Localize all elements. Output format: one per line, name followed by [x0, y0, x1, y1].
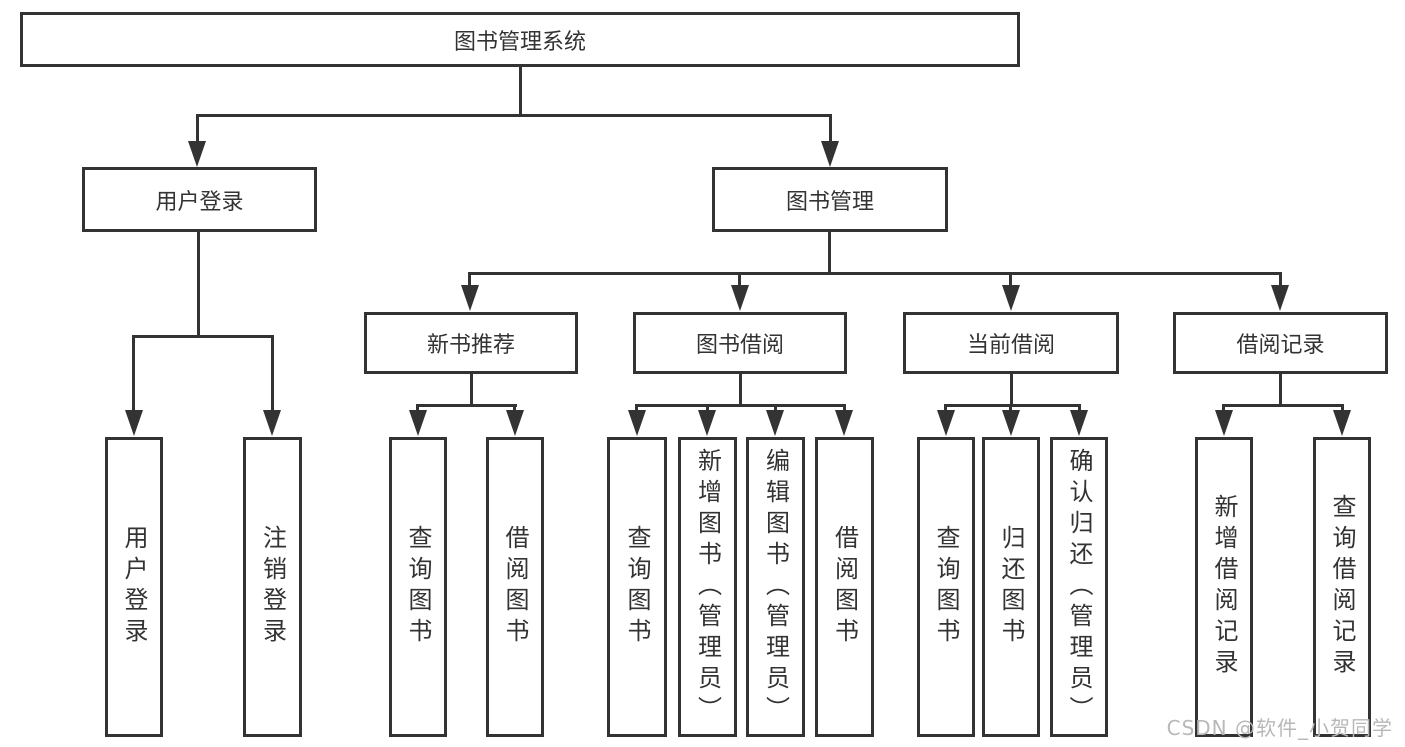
arrow-down-icon [937, 410, 955, 436]
arrow-down-icon [766, 410, 784, 436]
leaf-label: 新增借阅记录 [1210, 494, 1238, 680]
arrow-down-icon [125, 410, 143, 436]
arrow-down-icon [628, 410, 646, 436]
arrow-down-icon [1333, 410, 1351, 436]
arrow-down-icon [1271, 285, 1289, 311]
leaf-return-books: 归还图书 [982, 437, 1040, 737]
leaf-add-borrow-record: 新增借阅记录 [1195, 437, 1253, 737]
leaf-add-books-admin: 新增图书（管理员） [678, 437, 737, 737]
connector-level1-split [196, 114, 832, 117]
connector-user-login-split [132, 335, 274, 338]
leaf-label: 查询图书 [404, 525, 432, 649]
connector-split [944, 404, 1081, 407]
node-label: 图书管理系统 [453, 29, 586, 55]
node-library-management-system: 图书管理系统 [20, 12, 1020, 67]
leaf-confirm-return-admin: 确认归还（管理员） [1050, 437, 1108, 737]
leaf-edit-books-admin: 编辑图书（管理员） [746, 437, 805, 737]
connector-user-login-stem [197, 230, 200, 338]
connector-drop [468, 272, 471, 288]
leaf-query-books: 查询图书 [389, 437, 447, 737]
csdn-watermark: CSDN @软件_小贺同学 [1166, 716, 1393, 740]
leaf-label: 查询借阅记录 [1328, 494, 1356, 680]
connector-to-user-login [196, 114, 199, 144]
leaf-query-borrow-record: 查询借阅记录 [1313, 437, 1371, 737]
arrow-down-icon [835, 410, 853, 436]
node-user-login: 用户登录 [82, 167, 317, 232]
node-label: 图书管理 [785, 189, 874, 215]
connector-drop [738, 272, 741, 288]
connector-drop [271, 335, 274, 413]
connector-book-mgmt-stem [828, 230, 831, 275]
arrow-down-icon [409, 410, 427, 436]
leaf-label: 新增图书（管理员） [693, 447, 722, 727]
leaf-label: 查询图书 [932, 525, 960, 649]
arrow-down-icon [188, 141, 206, 167]
arrow-down-icon [1002, 410, 1020, 436]
node-borrow-records: 借阅记录 [1173, 312, 1388, 374]
connector-split [635, 404, 846, 407]
arrow-down-icon [506, 410, 524, 436]
leaf-user-login: 用户登录 [105, 437, 163, 737]
leaf-borrow-books: 借阅图书 [815, 437, 874, 737]
arrow-down-icon [821, 141, 839, 167]
arrow-down-icon [263, 410, 281, 436]
arrow-down-icon [731, 285, 749, 311]
connector-stem [1279, 372, 1282, 406]
connector-split [416, 404, 517, 407]
arrow-down-icon [1070, 410, 1088, 436]
leaf-label: 编辑图书（管理员） [761, 447, 790, 727]
node-book-management: 图书管理 [712, 167, 948, 232]
connector-to-book-management [829, 114, 832, 144]
node-new-book-recommend: 新书推荐 [364, 312, 578, 374]
leaf-query-books: 查询图书 [917, 437, 975, 737]
leaf-logout: 注销登录 [243, 437, 302, 737]
leaf-query-books: 查询图书 [607, 437, 667, 737]
node-label: 当前借阅 [966, 333, 1055, 358]
connector-split [1222, 404, 1344, 407]
node-book-borrow: 图书借阅 [633, 312, 847, 374]
leaf-label: 借阅图书 [830, 525, 859, 649]
node-label: 新书推荐 [426, 333, 515, 358]
arrow-down-icon [1002, 285, 1020, 311]
connector-drop [132, 335, 135, 413]
connector-stem [739, 372, 742, 406]
connector-drop [1009, 272, 1012, 288]
leaf-label: 借阅图书 [501, 525, 529, 649]
connector-stem [1010, 372, 1013, 406]
arrow-down-icon [1215, 410, 1233, 436]
connector-stem [470, 372, 473, 406]
arrow-down-icon [461, 285, 479, 311]
leaf-borrow-books: 借阅图书 [486, 437, 544, 737]
node-label: 用户登录 [155, 189, 244, 215]
connector-level3-split [468, 272, 1282, 275]
leaf-label: 查询图书 [623, 525, 651, 649]
node-label: 借阅记录 [1236, 333, 1325, 358]
leaf-label: 注销登录 [258, 525, 287, 649]
connector-drop [1279, 272, 1282, 288]
arrow-down-icon [698, 410, 716, 436]
connector-root-stem [519, 66, 522, 115]
leaf-label: 确认归还（管理员） [1065, 447, 1093, 727]
leaf-label: 归还图书 [997, 525, 1025, 649]
leaf-label: 用户登录 [120, 525, 148, 649]
node-current-borrow: 当前借阅 [903, 312, 1119, 374]
node-label: 图书借阅 [695, 333, 784, 358]
